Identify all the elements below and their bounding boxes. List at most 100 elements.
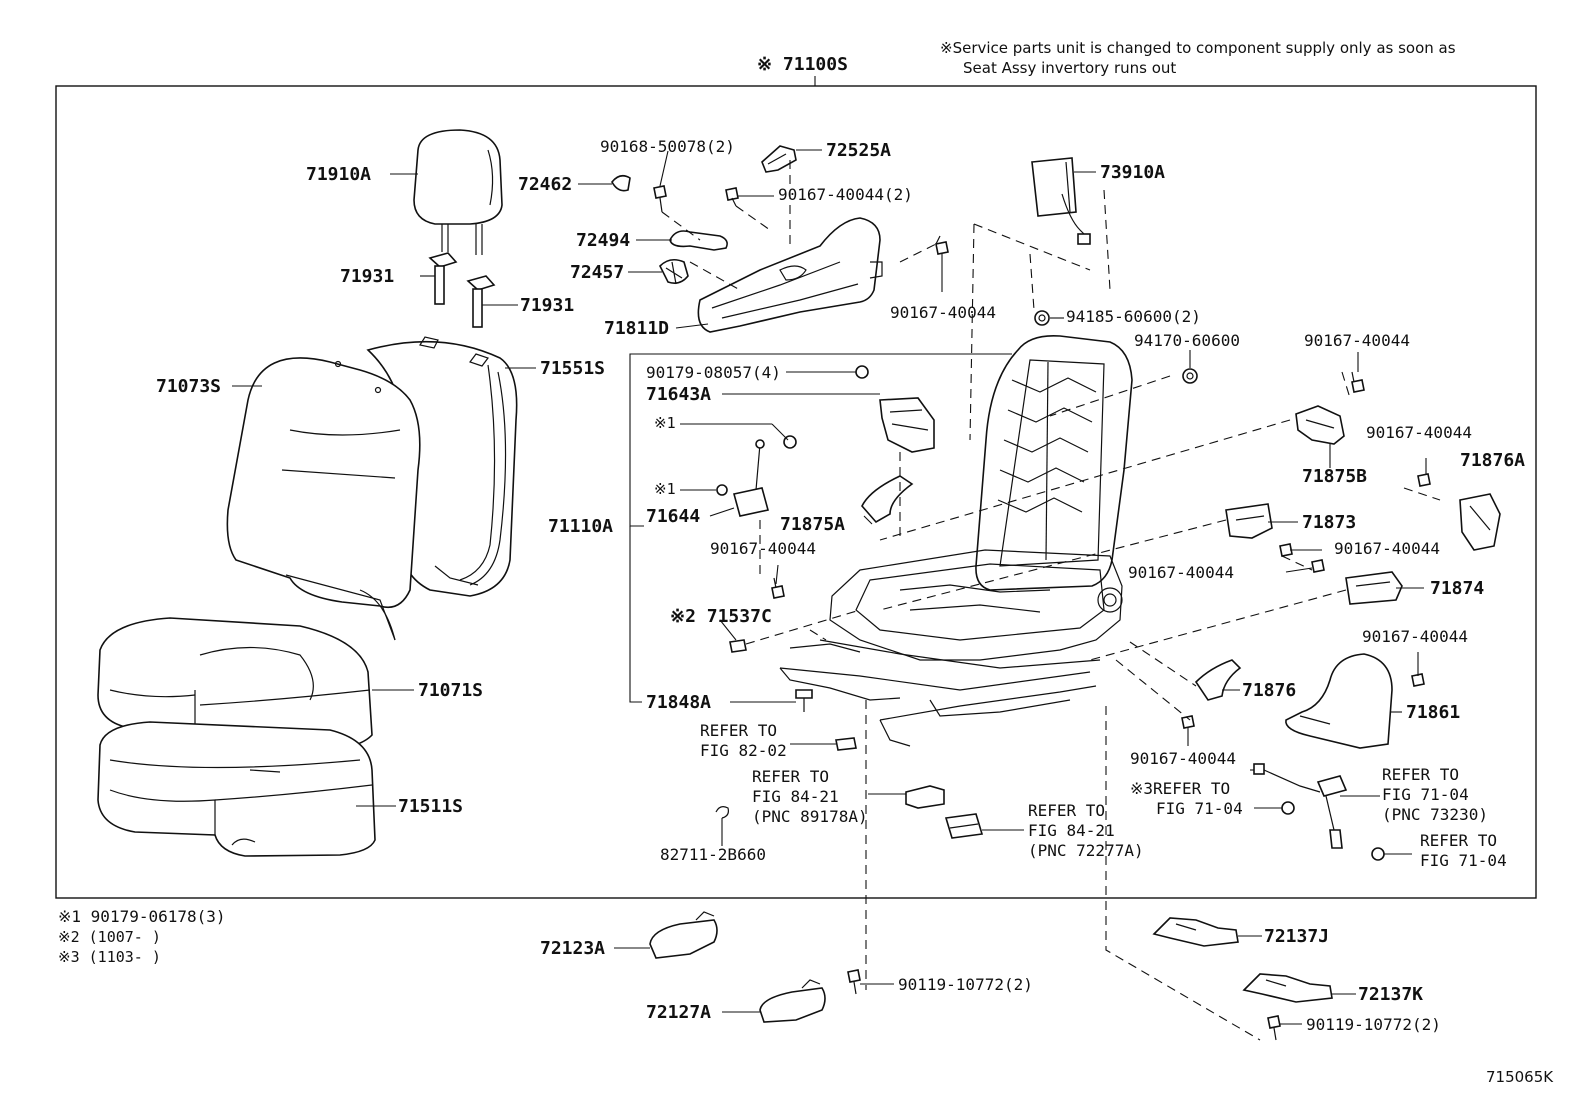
label-71551S: 71551S [540,358,605,379]
sensor-71644-drawing [716,435,797,517]
footnote-1: ※1 90179-06178(3) [58,907,226,926]
connector-89178A-drawing [905,785,945,809]
label-94185-60600: 94185-60600(2) [1066,307,1201,326]
label-72137J: 72137J [1264,926,1329,947]
figure-code: 715065K [1486,1068,1554,1086]
cover-72137J-drawing [1152,917,1239,947]
label-71644: 71644 [646,506,700,527]
label-90167-40044-h: 90167-40044 [1130,749,1236,768]
knob-72457-drawing [659,258,689,285]
label-71537C: ※2 71537C [670,606,772,627]
label-71875A: 71875A [780,514,845,535]
label-90168-50078: 90168-50078(2) [600,137,735,156]
label-72462: 72462 [518,174,572,195]
label-71873: 71873 [1302,512,1356,533]
label-71876A: 71876A [1460,450,1525,471]
footnote-3: ※3 (1103- ) [58,948,161,966]
refer-89178A-l3: (PNC 89178A) [752,807,868,826]
label-72457: 72457 [570,262,624,283]
header-note-line2: Seat Assy invertory runs out [963,59,1176,77]
refer-89178A-l1: REFER TO [752,767,829,786]
refer-71-04-l2: FIG 71-04 [1420,851,1507,870]
headrest-drawing [413,129,503,255]
connector-82-02-drawing [835,737,857,751]
headrest-guide-drawing [428,252,496,328]
label-72494: 72494 [576,230,630,251]
seat-cushion-cover-drawing [97,617,373,753]
refer-72277A-l1: REFER TO [1028,801,1105,820]
refer-71-04-l1: REFER TO [1420,831,1497,850]
nut-94170-drawing [1182,368,1198,384]
label-90167-40044-f: 90167-40044 [710,539,816,558]
header-note-line1: ※Service parts unit is changed to compon… [940,39,1456,57]
label-90167-40044-e: 90167-40044 [1128,563,1234,582]
label-71811D: 71811D [604,318,669,339]
label-x1-b: ※1 [654,480,676,498]
label-82711-2B660: 82711-2B660 [660,845,766,864]
seatback-cover-drawing [226,357,421,641]
bolt-71876A-drawing [1417,473,1431,487]
bolt-pair-drawing [725,187,739,207]
clip-82711-drawing [715,806,729,819]
label-71931-a: 71931 [340,266,394,287]
bolt-71873-drawing [1279,543,1325,573]
side-shield-71811D-drawing [697,217,883,333]
refer-72277A-l3: (PNC 72277A) [1028,841,1144,860]
cover-71875B-drawing [1295,405,1345,445]
label-90167-40044-d: 90167-40044 [1334,539,1440,558]
label-71876: 71876 [1242,680,1296,701]
seatbelt-buckle-drawing [1253,763,1385,861]
bolt-71848A-drawing [795,689,813,712]
label-71931-b: 71931 [520,295,574,316]
refer-73230-l2: FIG 71-04 [1382,785,1469,804]
part-labels: 71910A 71931 71931 71073S 71551S 71071S … [156,137,1525,1034]
label-71643A: 71643A [646,384,711,405]
label-73910A: 73910A [1100,162,1165,183]
assembly-label: ※ 71100S [757,54,848,75]
label-72137K: 72137K [1358,984,1423,1005]
label-90119-10772-a: 90119-10772(2) [898,975,1033,994]
label-x1-a: ※1 [654,414,676,432]
lever-cover-72525A-drawing [761,145,797,173]
bolt-71861-drawing [1411,673,1425,687]
bolt-90119-b-drawing [1267,1015,1281,1041]
nut-94185-drawing [1034,310,1050,326]
label-71910A: 71910A [306,164,371,185]
power-unit-71643A-drawing [855,365,935,453]
label-71511S: 71511S [398,796,463,817]
lever-72494-drawing [669,230,728,251]
label-72525A: 72525A [826,140,891,161]
label-94170-60600: 94170-60600 [1134,331,1240,350]
shield-71861-drawing [1285,653,1393,749]
bolt-90119-a-drawing [847,969,861,995]
refer-82-02-l2: FIG 82-02 [700,741,787,760]
cover-72137K-drawing [1242,973,1333,1003]
refer-73230-l3: (PNC 73230) [1382,805,1488,824]
label-71875B: 71875B [1302,466,1367,487]
side-airbag-73910A-drawing [1031,157,1091,245]
label-71073S: 71073S [156,376,221,397]
cover-72123A-drawing [649,911,718,959]
recliner-knob-cover-drawing [611,174,631,192]
label-72123A: 72123A [540,938,605,959]
label-90167-40044-g: 90167-40044 [1362,627,1468,646]
cover-71876A-drawing [1459,493,1501,551]
seat-cushion-pad-drawing [97,721,376,857]
bolt-left-drawing [771,577,785,599]
bracket-71876-drawing [1194,659,1242,701]
label-71848A: 71848A [646,692,711,713]
refer-x3-l2: FIG 71-04 [1156,799,1243,818]
refer-x3-l1: ※3REFER TO [1130,779,1230,798]
refer-72277A-l2: FIG 84-21 [1028,821,1115,840]
refer-82-02-l1: REFER TO [700,721,777,740]
leader-lines [232,149,1427,1025]
refer-blocks: REFER TO FIG 82-02 REFER TO FIG 84-21 (P… [700,721,1507,870]
footnote-2: ※2 (1007- ) [58,928,161,946]
label-90179-08057: 90179-08057(4) [646,363,781,382]
seat-frame-71110A-drawing [779,334,1133,747]
clip-71537C-drawing [729,639,747,653]
dashed-guide-lines [661,160,1441,1041]
footnotes: ※1 90179-06178(3) ※2 (1007- ) ※3 (1103- … [58,907,226,966]
bolt-right-top-drawing [1351,371,1365,393]
